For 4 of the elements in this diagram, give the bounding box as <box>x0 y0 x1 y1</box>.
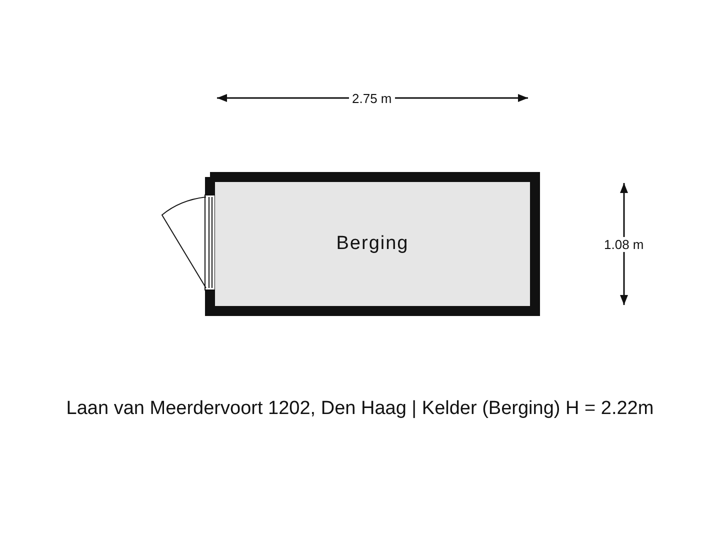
caption: Laan van Meerdervoort 1202, Den Haag | Kelder (Berging) H = 2.22m <box>66 398 654 419</box>
dimension-text: 2.75 m <box>349 90 395 106</box>
room-label: Berging <box>336 233 409 255</box>
room-floor <box>215 182 530 306</box>
